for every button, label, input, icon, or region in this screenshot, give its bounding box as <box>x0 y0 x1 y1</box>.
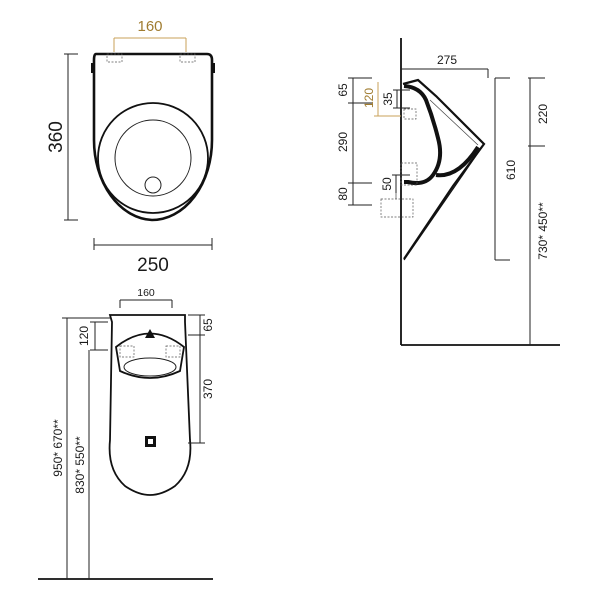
dim-730-450-label: 730* 450** <box>536 202 550 260</box>
front-view-waste-inner <box>148 439 153 444</box>
dim-160-front-label: 160 <box>137 287 155 299</box>
side-view-trap <box>403 84 443 186</box>
front-view-body <box>108 314 192 496</box>
top-view-bracket-right <box>179 53 196 63</box>
top-view-bowl-outer <box>97 102 209 214</box>
dim-370-front-label: 370 <box>201 379 215 399</box>
dim-250-line <box>93 238 213 250</box>
front-view-bracket-right <box>165 345 181 358</box>
dim-left-black-lines <box>348 77 372 206</box>
front-view-rim <box>115 332 185 379</box>
dim-install-front-lines <box>62 317 110 579</box>
dim-65-side-label: 65 <box>336 83 350 97</box>
dim-35-label: 35 <box>381 92 395 106</box>
dim-50-line <box>392 174 410 193</box>
side-view-inner-line <box>429 99 479 146</box>
dim-610-line <box>494 77 510 261</box>
side-view-body <box>402 78 486 260</box>
front-view: 160 120 65 370 <box>38 287 215 580</box>
top-view-lug-right <box>212 63 215 73</box>
dim-160-top-marker <box>113 37 187 52</box>
top-view-bowl-inner <box>114 119 192 197</box>
top-view-bracket-left <box>106 53 123 63</box>
dim-far-right-lines <box>528 77 545 345</box>
dim-120-side-line <box>374 82 401 117</box>
dim-50-label: 50 <box>380 177 394 191</box>
dim-120-front-label: 120 <box>77 326 91 346</box>
front-view-bowl-inner <box>123 357 177 377</box>
dim-275-line <box>401 68 489 78</box>
dim-65-front-label: 65 <box>201 318 215 332</box>
top-view-body <box>92 52 214 222</box>
dim-install-a-label: 950* 670** <box>51 419 65 477</box>
top-view-drain <box>144 176 162 194</box>
dim-160-front-line <box>119 299 173 308</box>
dim-220-label: 220 <box>536 104 550 124</box>
side-view: 275 65 290 80 120 <box>336 38 560 346</box>
dim-120-side-label: 120 <box>362 88 376 108</box>
dim-80-side-label: 80 <box>336 187 350 201</box>
dim-250-label: 250 <box>137 255 169 276</box>
front-view-spreader <box>145 329 155 338</box>
side-view-supply <box>403 108 417 120</box>
dim-install-b-label: 830* 550** <box>73 436 87 494</box>
dim-360-label: 360 <box>46 121 67 153</box>
dim-610-label: 610 <box>504 160 518 180</box>
dim-35-line <box>393 89 410 109</box>
dim-290-side-label: 290 <box>336 132 350 152</box>
dim-65-370-front-line <box>188 314 205 444</box>
dim-120-front-line <box>90 321 108 351</box>
front-view-bracket-left <box>119 345 135 358</box>
side-view-waste-box <box>380 198 414 218</box>
dim-360-line <box>64 53 78 221</box>
side-view-bowl-curve <box>435 145 480 178</box>
top-view-lug-left <box>91 63 94 73</box>
top-view: 160 360 250 <box>46 18 215 276</box>
side-view-front-face <box>403 143 485 261</box>
side-view-waste-pipe <box>400 162 418 186</box>
dim-160-top-label: 160 <box>137 18 162 35</box>
dim-275-label: 275 <box>437 53 457 67</box>
